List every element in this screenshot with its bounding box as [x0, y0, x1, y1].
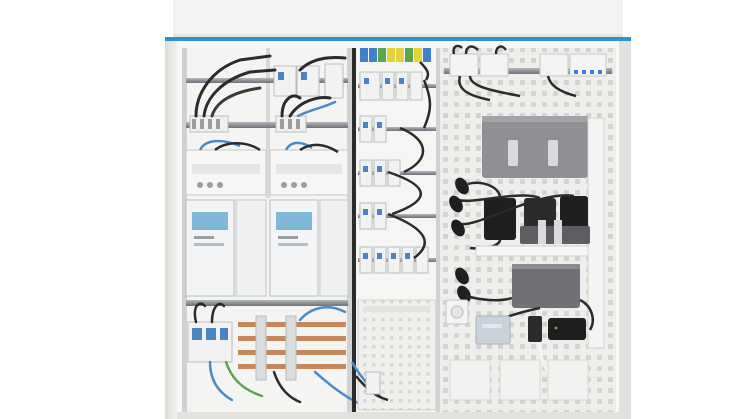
- electricity-meter-1: [185, 199, 267, 297]
- breaker-row-5: [358, 246, 436, 274]
- cable-duct: [587, 117, 605, 349]
- din-rail: [186, 78, 348, 83]
- patch-strip: [444, 53, 612, 77]
- upper-breakers: [273, 63, 344, 99]
- network-switch: [482, 116, 588, 178]
- terminal-block-left: [189, 115, 307, 133]
- breaker-row-4: [358, 202, 436, 230]
- terminal-strip-colored: [360, 48, 431, 62]
- left-section: [182, 48, 362, 413]
- power-adapters: [484, 196, 590, 244]
- copper-busbars: [238, 315, 346, 381]
- right-section: [440, 44, 616, 413]
- router-black: [528, 316, 586, 342]
- wire-harness-middle: [387, 61, 432, 260]
- wires-meter-feed: [198, 139, 339, 154]
- breaker-row-2: [358, 115, 436, 143]
- bottom-edge: [177, 359, 619, 419]
- breaker-row-1: [358, 71, 436, 101]
- shelf: [475, 245, 589, 257]
- wires-upper-left: [194, 54, 347, 118]
- adapter-cables: [457, 181, 575, 250]
- plug-connectors: [449, 177, 471, 303]
- wires-top-right: [452, 44, 577, 102]
- accent-stripe: [165, 37, 631, 41]
- main-isolators: [187, 321, 233, 363]
- router-grey: [512, 264, 580, 308]
- top-cover: [173, 0, 623, 37]
- power-socket: [445, 299, 469, 325]
- meter-bases: [185, 149, 349, 196]
- breaker-column: [350, 48, 440, 413]
- electricity-meter-2: [269, 199, 349, 297]
- optical-terminal: [475, 315, 511, 345]
